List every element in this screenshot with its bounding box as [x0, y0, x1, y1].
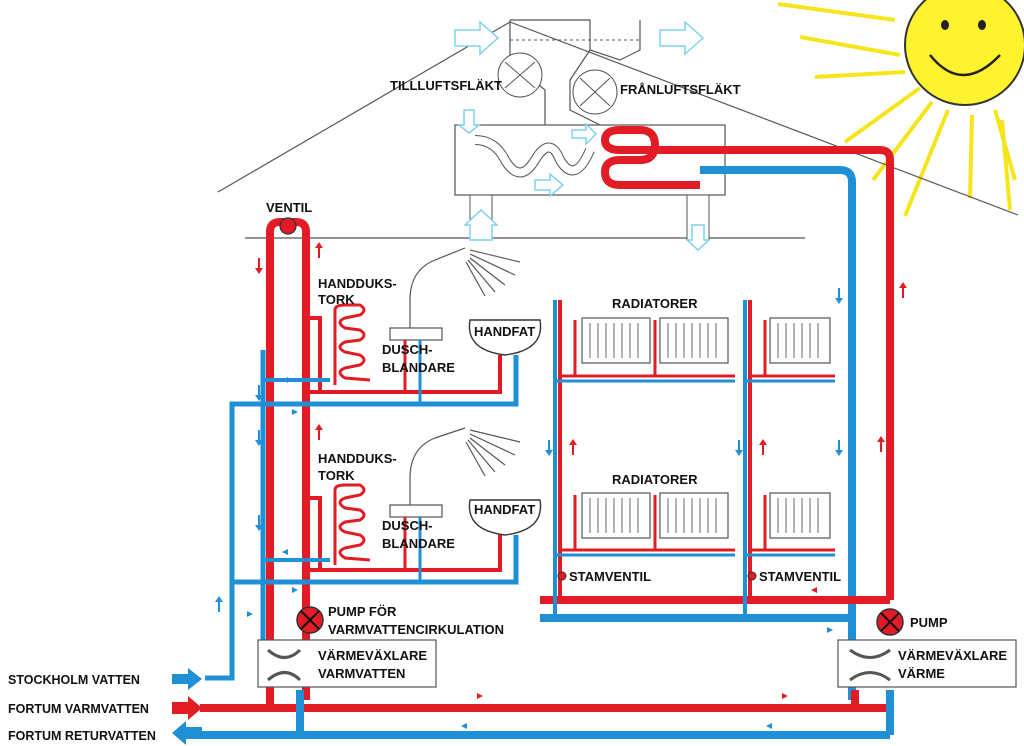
pump-circulation-icon: [296, 606, 324, 634]
handfat-2: [468, 499, 542, 536]
label-fortum-varmvatten: FORTUM VARMVATTEN: [8, 702, 149, 716]
stamventil-valve-2: [747, 571, 757, 581]
sun-rays: [777, 2, 1017, 217]
air-flow-arrows: [454, 20, 711, 252]
radiator-fins: [589, 323, 819, 533]
heat-exchanger-varmvatten: [257, 639, 437, 688]
ventil-valve: [279, 217, 297, 235]
pipes: [200, 146, 894, 739]
shower-1: [389, 247, 521, 404]
label-radiatorer-1: RADIATORER: [612, 296, 698, 311]
label-stamventil-1: STAMVENTIL: [569, 569, 651, 584]
label-pump: PUMP: [910, 615, 948, 630]
heat-exchanger-varme: [837, 639, 1017, 688]
label-handfat-1: HANDFAT: [474, 324, 535, 339]
label-vvx-varme-line2: VÄRME: [898, 666, 945, 681]
sun: [777, 0, 1024, 217]
label-duschblandare-1-line2: BLANDARE: [382, 360, 455, 375]
sun-face: [904, 0, 1024, 106]
label-duschblandare-2-line1: DUSCH-: [382, 518, 433, 533]
pump-heating-icon: [876, 608, 904, 636]
radiators: [581, 317, 831, 539]
label-vvx-varmvatten-line2: VARMVATTEN: [318, 666, 405, 681]
label-handdukstork-1-line2: TORK: [318, 292, 355, 307]
shower-2: [389, 427, 521, 582]
label-duschblandare-2-line2: BLANDARE: [382, 536, 455, 551]
ventilation-heater-coil: [600, 126, 700, 189]
label-franluftsflakt: FRÅNLUFTSFLÄKT: [620, 82, 741, 97]
towel-dryer-2: [333, 483, 371, 565]
label-ventil: VENTIL: [266, 200, 312, 215]
label-vvx-varme-line1: VÄRMEVÄXLARE: [898, 648, 1007, 663]
label-handdukstork-1-line1: HANDDUKS-: [318, 276, 397, 291]
label-fortum-returvatten: FORTUM RETURVATTEN: [8, 729, 156, 743]
flow-arrows: [215, 242, 907, 729]
towel-dryer-1: [333, 303, 371, 385]
label-handdukstork-2-line2: TORK: [318, 468, 355, 483]
label-stamventil-2: STAMVENTIL: [759, 569, 841, 584]
label-tilluftsflakt: TILLLUFTSFLÄKT: [390, 78, 502, 93]
label-pump-cirk-line1: PUMP FÖR: [328, 604, 397, 619]
label-handfat-2: HANDFAT: [474, 502, 535, 517]
handfat-1: [468, 319, 542, 356]
label-handdukstork-2-line1: HANDDUKS-: [318, 451, 397, 466]
label-vvx-varmvatten-line1: VÄRMEVÄXLARE: [318, 648, 427, 663]
stamventil-valve-1: [557, 571, 567, 581]
label-stockholm-vatten: STOCKHOLM VATTEN: [8, 673, 140, 687]
label-pump-cirk-line2: VARMVATTENCIRKULATION: [328, 622, 504, 637]
label-radiatorer-2: RADIATORER: [612, 472, 698, 487]
district-arrows: [172, 668, 202, 745]
label-duschblandare-1-line1: DUSCH-: [382, 342, 433, 357]
